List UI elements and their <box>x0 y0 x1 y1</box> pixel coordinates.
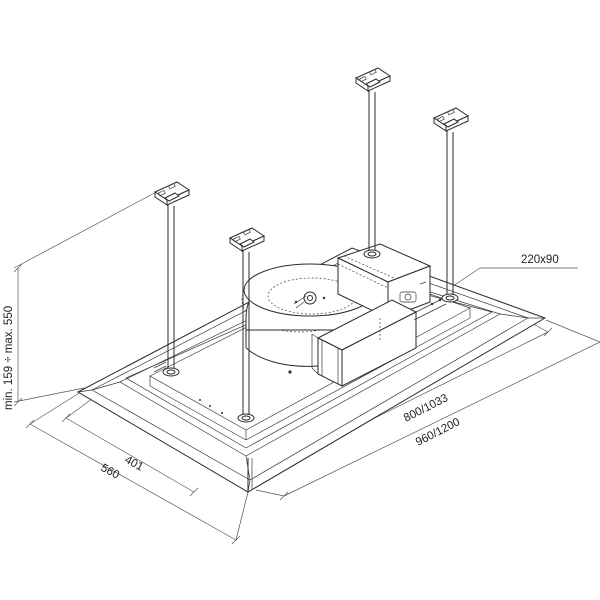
bracket-front-left <box>153 181 191 206</box>
ceiling-brackets <box>153 67 470 252</box>
height-label: min. 159 ÷ max. 550 <box>3 306 15 410</box>
duct-outlet <box>311 299 418 387</box>
duct-size-label: 220x90 <box>521 254 559 266</box>
depth-outer-label: 560 <box>99 462 122 482</box>
dimension-lines <box>13 189 600 545</box>
depth-inner-label: 401 <box>123 454 146 474</box>
suspension-rods <box>162 88 459 423</box>
rail-details <box>153 297 447 373</box>
rod-front-left <box>162 202 180 377</box>
bracket-back-right <box>432 107 470 132</box>
bracket-back-center <box>354 67 392 92</box>
rod-back-right <box>441 128 459 303</box>
bracket-front-center <box>228 227 266 252</box>
rod-front-center <box>237 248 255 423</box>
rod-back-center <box>363 88 381 259</box>
